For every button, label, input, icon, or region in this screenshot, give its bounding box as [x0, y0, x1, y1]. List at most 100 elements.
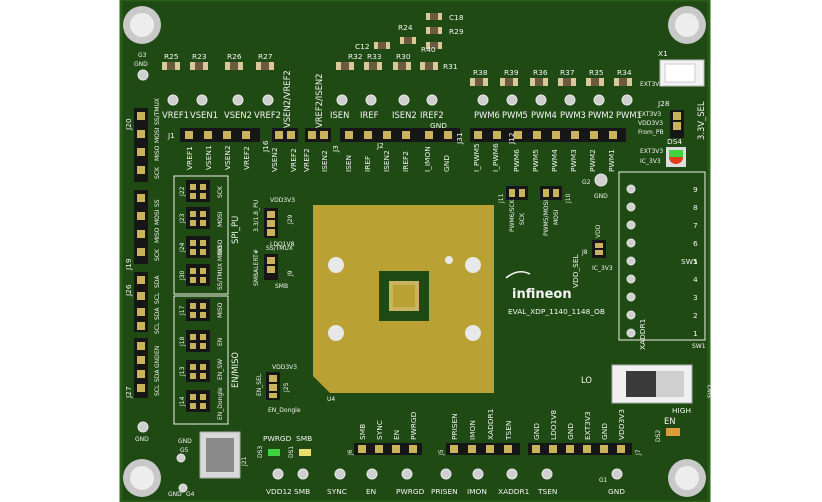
- j31-label: J31: [455, 132, 464, 145]
- svg-text:MISO: MISO: [154, 145, 161, 161]
- g5-gnd-label: GND: [178, 438, 192, 445]
- ic-3v3-j8-label: IC_3V3: [592, 265, 613, 272]
- left-jumpers[interactable]: [186, 180, 210, 412]
- svg-text:4: 4: [693, 275, 698, 284]
- g3-test-point: [137, 69, 149, 81]
- j29-jumper[interactable]: [264, 208, 278, 238]
- r23-label: R23: [192, 52, 207, 61]
- svg-text:PWM6/SCK: PWM6/SCK: [509, 198, 516, 232]
- spi-pu-label: SPI_PU: [230, 216, 240, 244]
- smbalert-label: SMBALERT#: [253, 249, 260, 286]
- j9-jumper[interactable]: [264, 254, 278, 280]
- en-sel-label: EN_SEL: [256, 373, 263, 396]
- logo-text: infineon: [512, 287, 572, 302]
- g3-gnd-label: GND: [134, 61, 148, 68]
- j28-jumper[interactable]: [670, 110, 684, 138]
- svg-text:SYNC: SYNC: [327, 487, 347, 496]
- sw2-switch[interactable]: [611, 364, 693, 404]
- tp-isen2-label: ISEN2: [392, 110, 417, 120]
- sw1-numbers: 9 8 7 6 5 4 3 2 1: [693, 185, 698, 338]
- top-test-point-labels: VREF1 VSEN1 VSEN2 VREF2 ISEN IREF ISEN2 …: [162, 110, 642, 120]
- vdd-sel-label: VDD_SEL: [571, 254, 580, 288]
- r38-label: R38: [473, 68, 488, 77]
- j3-jumper[interactable]: [305, 128, 331, 142]
- r26-label: R26: [227, 52, 242, 61]
- svg-text:SS: SS: [154, 199, 161, 207]
- svg-text:IMON: IMON: [468, 420, 477, 440]
- j28-label: J28: [657, 99, 670, 108]
- from-pb-label: From_PB: [638, 129, 664, 136]
- tp-pwm6-label: PWM6: [474, 110, 500, 120]
- svg-text:PWM5: PWM5: [531, 149, 540, 172]
- ic-3v3-ds-label: IC_3V3: [640, 158, 661, 165]
- svg-text:GND: GND: [600, 423, 609, 440]
- svg-text:VSEN2: VSEN2: [223, 145, 232, 170]
- ss-tmux-j9-label: SS/TMUX: [266, 245, 293, 252]
- svg-text:XADDR1: XADDR1: [486, 408, 495, 440]
- ds3-label: DS3: [257, 446, 264, 458]
- ext3v3-sel-label: EXT3V3: [638, 111, 661, 118]
- ds3-led: [268, 449, 280, 456]
- svg-text:GND: GND: [442, 155, 451, 172]
- r40-label: R40: [421, 45, 436, 54]
- bottom-test-point-labels: VDD12 SMB SYNC EN PWRGD PRISEN IMON XADD…: [266, 487, 625, 496]
- r30-label: R30: [396, 52, 411, 61]
- high-label: HIGH: [672, 406, 691, 415]
- top-passives: [162, 13, 632, 86]
- u4-label: U4: [327, 396, 335, 403]
- tp-pwm4-label: PWM4: [531, 110, 557, 120]
- bottom-test-points: [272, 468, 623, 480]
- gnd-top-label: GND: [430, 121, 447, 130]
- j16-label: J16: [261, 140, 270, 153]
- svg-text:SCK: SCK: [519, 212, 526, 225]
- pwrgd-led-label: PWRGD: [263, 434, 292, 443]
- j10-jumper[interactable]: [540, 186, 562, 200]
- r24-label: R24: [398, 23, 413, 32]
- svg-text:J23: J23: [179, 213, 186, 224]
- j21-connector: [199, 431, 241, 479]
- j8-jumper[interactable]: [592, 240, 606, 258]
- svg-text:ISEN2: ISEN2: [382, 150, 391, 172]
- svg-text:MOSI: MOSI: [154, 209, 161, 225]
- tp-pwm5-label: PWM5: [502, 110, 528, 120]
- j1-pin-labels: VREF1 VSEN1 VSEN2 VREF2: [185, 145, 251, 170]
- svg-text:SDA: SDA: [154, 369, 161, 382]
- svg-text:VSEN1: VSEN1: [204, 145, 213, 170]
- svg-text:LDO1V8: LDO1V8: [549, 410, 558, 440]
- r36-label: R36: [533, 68, 548, 77]
- svg-text:J14: J14: [179, 396, 186, 407]
- svg-text:GND: GND: [532, 423, 541, 440]
- svg-text:EN: EN: [217, 338, 224, 346]
- ds2-label: DS2: [655, 430, 662, 442]
- j12-pin-labels: I_PWM5 I_PWM6 PWM6 PWM5 PWM4 PWM3 PWM2 P…: [472, 143, 616, 172]
- spi-pu-box: [173, 175, 229, 295]
- r33-label: R33: [367, 52, 382, 61]
- j16-jumper[interactable]: [272, 128, 298, 142]
- tp-vref2-label: VREF2: [254, 110, 281, 120]
- vdd3v3-sel-label: VDD3V3: [638, 120, 663, 127]
- g2-test-point: [594, 173, 608, 187]
- svg-text:VDD12: VDD12: [266, 487, 292, 496]
- j20-label: J20: [124, 118, 133, 131]
- vdd3v3-j29-label: VDD3V3: [270, 197, 295, 204]
- svg-text:I_IMON: I_IMON: [423, 146, 432, 172]
- left-pin-labels: SS/TMUX MOSI MISO SCK SS MOSI MISO SCK S…: [154, 98, 161, 396]
- svg-text:EN_Dongle: EN_Dongle: [217, 387, 224, 420]
- svg-text:IREF2: IREF2: [401, 151, 410, 172]
- j2-header: [340, 128, 420, 142]
- svg-text:ISEN: ISEN: [344, 155, 353, 172]
- svg-text:5: 5: [693, 257, 698, 266]
- j27-label: J27: [124, 386, 133, 399]
- svg-text:SDA: SDA: [154, 275, 161, 288]
- svg-text:GND: GND: [566, 423, 575, 440]
- svg-text:SS/TMUX: SS/TMUX: [154, 98, 161, 125]
- j11-jumper[interactable]: [506, 186, 528, 200]
- svg-text:9: 9: [693, 185, 698, 194]
- j25-jumper[interactable]: [266, 372, 280, 400]
- j7-label: J7: [635, 449, 642, 456]
- ds2-led: [666, 428, 680, 436]
- sw1-outline: [618, 171, 706, 341]
- j31-header: [420, 128, 460, 142]
- svg-text:PWRGD: PWRGD: [396, 487, 425, 496]
- svg-text:I_PWM6: I_PWM6: [491, 143, 500, 172]
